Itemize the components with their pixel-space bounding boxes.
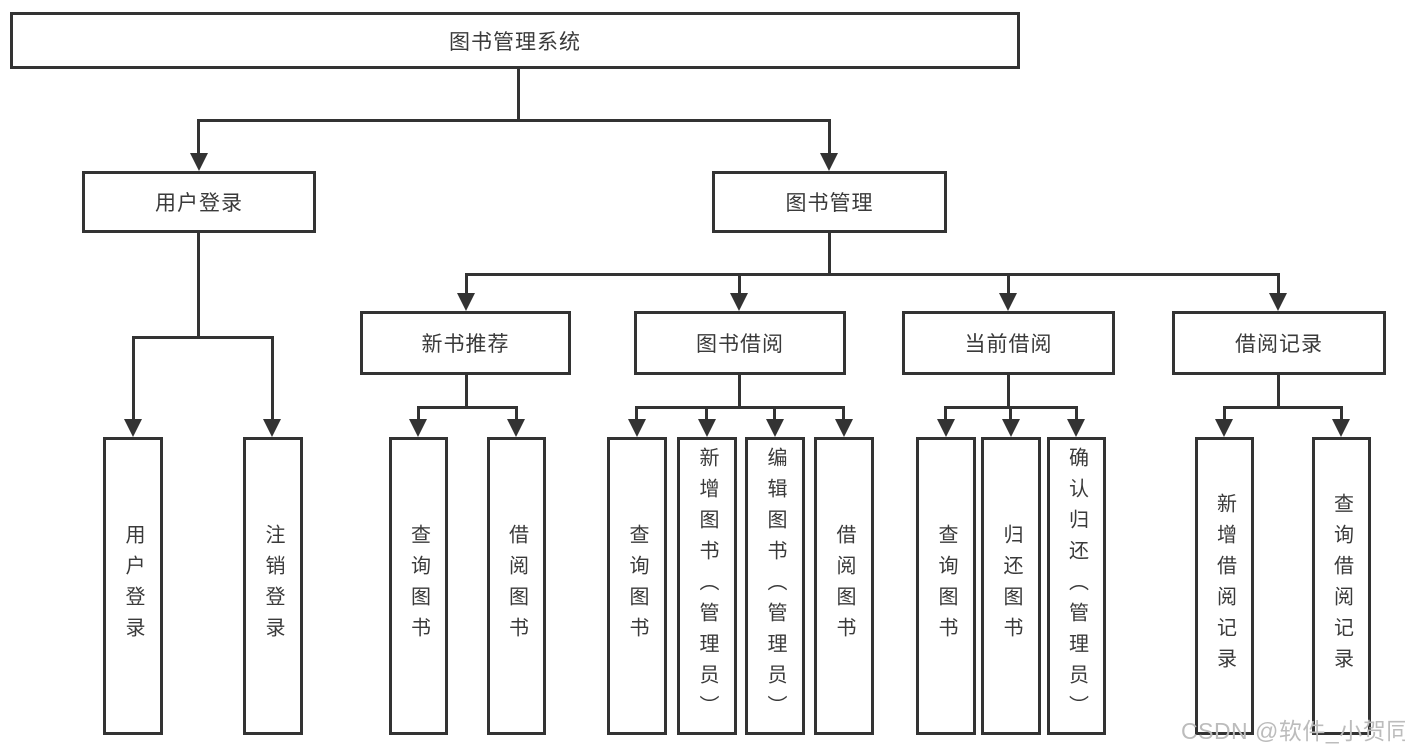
connector-v <box>1007 273 1010 296</box>
connector-h <box>635 406 845 409</box>
connector-v <box>842 406 845 421</box>
arrow-down <box>835 419 853 437</box>
connector-v <box>517 67 520 121</box>
leaf-user-login: 用户登录 <box>103 437 163 735</box>
connector-v <box>1277 375 1280 408</box>
leaf-add-borrow-record: 新增借阅记录 <box>1195 437 1254 735</box>
arrow-down <box>730 293 748 311</box>
node-new-book-recommend: 新书推荐 <box>360 311 571 375</box>
arrow-down <box>1067 419 1085 437</box>
connector-v <box>773 406 776 421</box>
arrow-down <box>409 419 427 437</box>
connector-h <box>132 336 274 339</box>
arrow-down <box>190 153 208 171</box>
node-book-borrowing: 图书借阅 <box>634 311 846 375</box>
arrow-down <box>1215 419 1233 437</box>
connector-h <box>1223 406 1342 409</box>
connector-v <box>705 406 708 421</box>
node-root: 图书管理系统 <box>10 12 1020 69</box>
leaf-add-books-admin: 新增图书（管理员） <box>677 437 737 735</box>
connector-v <box>1340 406 1343 421</box>
connector-v <box>1009 406 1012 421</box>
arrow-down <box>766 419 784 437</box>
node-user-login: 用户登录 <box>82 171 316 233</box>
leaf-query-books-borrowing: 查询图书 <box>607 437 667 735</box>
arrow-down <box>1002 419 1020 437</box>
leaf-borrow-books: 借阅图书 <box>814 437 874 735</box>
arrow-down <box>1332 419 1350 437</box>
connector-v <box>197 233 200 339</box>
leaf-return-books: 归还图书 <box>981 437 1041 735</box>
arrow-down <box>628 419 646 437</box>
connector-v <box>1075 406 1078 421</box>
connector-v <box>132 336 135 421</box>
node-borrowing-records: 借阅记录 <box>1172 311 1386 375</box>
connector-v <box>828 119 831 155</box>
arrow-down <box>263 419 281 437</box>
arrow-down <box>124 419 142 437</box>
arrow-down <box>820 153 838 171</box>
arrow-down <box>1269 293 1287 311</box>
connector-v <box>1277 273 1280 296</box>
connector-v <box>1223 406 1226 421</box>
leaf-logout: 注销登录 <box>243 437 303 735</box>
connector-v <box>1007 375 1010 408</box>
connector-h <box>465 273 1279 276</box>
arrow-down <box>999 293 1017 311</box>
arrow-down <box>457 293 475 311</box>
connector-v <box>944 406 947 421</box>
node-current-borrowing: 当前借阅 <box>902 311 1115 375</box>
connector-v <box>465 273 468 296</box>
leaf-query-borrow-record: 查询借阅记录 <box>1312 437 1371 735</box>
leaf-query-books-recommend: 查询图书 <box>389 437 448 735</box>
connector-v <box>738 375 741 408</box>
connector-v <box>738 273 741 296</box>
leaf-confirm-return-admin: 确认归还（管理员） <box>1047 437 1106 735</box>
connector-v <box>271 336 274 421</box>
arrow-down <box>507 419 525 437</box>
connector-v <box>828 233 831 276</box>
leaf-query-books-current: 查询图书 <box>916 437 976 735</box>
connector-v <box>515 406 518 421</box>
connector-v <box>635 406 638 421</box>
connector-v <box>417 406 420 421</box>
watermark: CSDN @软件_小贺同学 <box>1181 718 1405 744</box>
node-book-management: 图书管理 <box>712 171 947 233</box>
connector-v <box>465 375 468 408</box>
connector-h <box>417 406 518 409</box>
leaf-borrow-books-recommend: 借阅图书 <box>487 437 546 735</box>
arrow-down <box>698 419 716 437</box>
arrow-down <box>937 419 955 437</box>
connector-h <box>197 119 831 122</box>
connector-v <box>197 119 200 155</box>
leaf-edit-books-admin: 编辑图书（管理员） <box>745 437 805 735</box>
